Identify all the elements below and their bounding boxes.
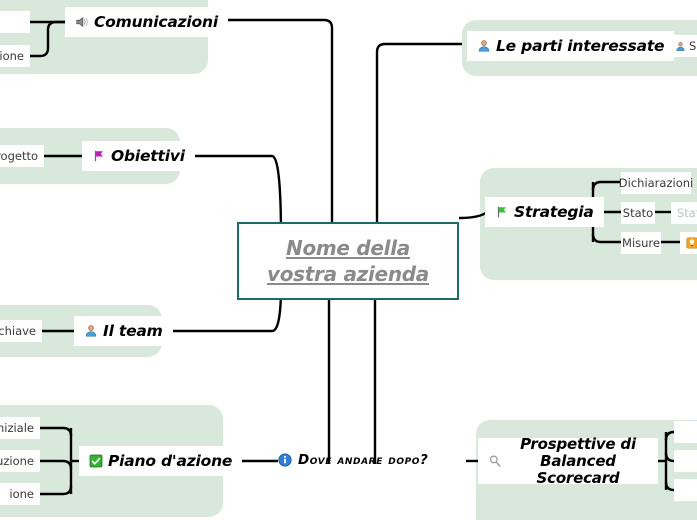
node-strategia[interactable]: Strategia xyxy=(485,197,604,227)
node-le-parti-interessate[interactable]: Le parti interessate xyxy=(467,31,675,61)
node-il-team-label: Il team xyxy=(103,322,163,340)
node-comunicazioni-child-2[interactable]: azione xyxy=(0,45,30,67)
node-comunicazioni-child-2-label: azione xyxy=(0,49,24,63)
node-prospettive-child-3[interactable] xyxy=(674,479,697,501)
node-prospettive-line2: Balanced Scorecard xyxy=(536,451,620,487)
bulb-orange-icon xyxy=(686,237,697,249)
info-blue-icon xyxy=(278,453,292,467)
node-piano-dazione[interactable]: Piano d'azione xyxy=(79,446,243,476)
central-node[interactable]: Nome della vostra azienda xyxy=(237,222,459,300)
node-strategia-child-misure[interactable]: Misure xyxy=(621,232,661,254)
node-comunicazioni[interactable]: Comunicazioni xyxy=(65,7,228,37)
node-le-parti-interessate-child-1-label: S xyxy=(689,39,697,53)
central-node-text: Nome della vostra azienda xyxy=(267,235,429,287)
node-prospettive-balanced-scorecard[interactable]: Prospettive di Balanced Scorecard xyxy=(478,434,658,487)
node-strategia-label: Strategia xyxy=(514,203,594,221)
node-il-team-child-1-label: li chiave xyxy=(0,324,36,338)
person-icon xyxy=(675,41,686,52)
node-piano-dazione-child-1-label: ase iniziale xyxy=(0,421,34,435)
person-icon xyxy=(477,39,491,53)
node-dove-andare-dopo-label: Dove andare dopo? xyxy=(298,452,429,468)
node-strategia-child-stato-label: Stato xyxy=(622,206,654,220)
node-strategia-child-stato[interactable]: Stato xyxy=(621,202,655,224)
node-piano-dazione-child-2[interactable]: secuzione xyxy=(0,450,40,472)
node-prospettive-balanced-scorecard-label: Prospettive di Balanced Scorecard xyxy=(508,434,648,487)
central-node-line1: Nome della xyxy=(286,236,410,260)
speaker-icon xyxy=(75,15,89,29)
node-piano-dazione-child-2-label: secuzione xyxy=(0,454,34,468)
node-obiettivi[interactable]: Obiettivi xyxy=(82,141,195,171)
node-prospettive-child-2[interactable] xyxy=(674,450,697,472)
node-piano-dazione-child-1[interactable]: ase iniziale xyxy=(0,417,40,439)
central-node-line2: vostra azienda xyxy=(267,262,429,286)
node-comunicazioni-label: Comunicazioni xyxy=(94,13,218,31)
node-strategia-grandchild-misure-1[interactable] xyxy=(680,232,697,254)
node-strategia-child-misure-label: Misure xyxy=(622,236,660,250)
node-comunicazioni-child-1[interactable] xyxy=(0,11,30,33)
flag-green-icon xyxy=(495,205,509,219)
node-le-parti-interessate-label: Le parti interessate xyxy=(496,37,665,55)
node-il-team[interactable]: Il team xyxy=(74,316,173,346)
checkbox-green-icon xyxy=(89,454,103,468)
node-obiettivi-child-1-label: l progetto xyxy=(0,149,38,163)
node-piano-dazione-child-3[interactable]: ione xyxy=(0,483,40,505)
node-le-parti-interessate-child-1[interactable]: S xyxy=(669,35,697,57)
node-strategia-child-dichiarazioni[interactable]: Dichiarazioni xyxy=(618,172,694,194)
magnifier-icon xyxy=(488,454,502,468)
node-strategia-grandchild-stato-attuale[interactable]: Stat xyxy=(671,202,697,224)
node-prospettive-child-1[interactable] xyxy=(674,421,697,443)
flag-purple-icon xyxy=(92,149,106,163)
node-strategia-grandchild-stato-attuale-label: Stat xyxy=(677,206,697,220)
node-strategia-child-dichiarazioni-label: Dichiarazioni xyxy=(618,176,694,190)
person-icon xyxy=(84,324,98,338)
node-piano-dazione-label: Piano d'azione xyxy=(108,452,233,470)
node-dove-andare-dopo[interactable]: Dove andare dopo? xyxy=(278,452,428,468)
node-obiettivi-child-1[interactable]: l progetto xyxy=(0,145,44,167)
node-obiettivi-label: Obiettivi xyxy=(111,147,185,165)
node-il-team-child-1[interactable]: li chiave xyxy=(0,320,42,342)
node-prospettive-line1: Prospettive di xyxy=(520,434,636,453)
node-piano-dazione-child-3-label: ione xyxy=(9,487,34,501)
